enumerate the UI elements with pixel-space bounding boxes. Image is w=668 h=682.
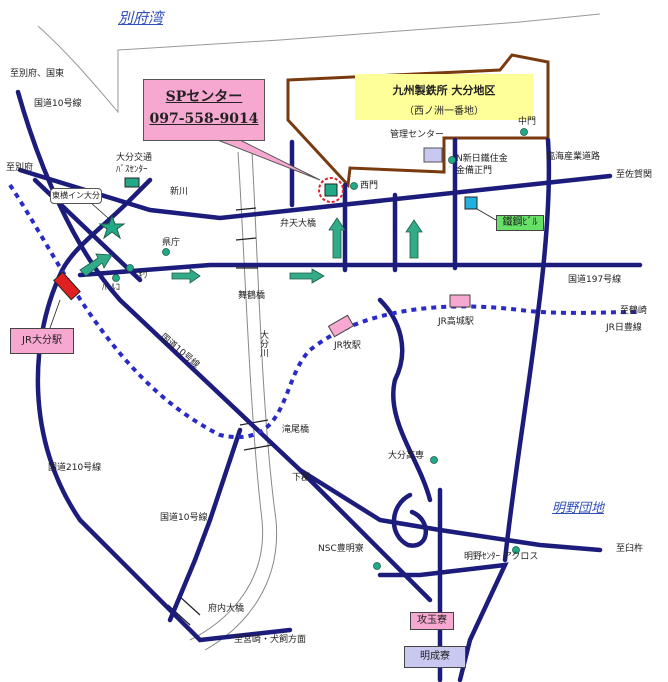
route10-south [167,427,243,623]
sp-center-phone: 097-558-9014 [149,111,259,127]
hotel-star [98,214,126,240]
sp-center-marker [324,183,338,197]
beppu-bay-label: 別府湾 [118,9,164,27]
rinkai-road-label: 臨海産業道路 [546,152,601,162]
coastline [37,13,601,114]
jr-maki-label: JR牧駅 [334,341,361,351]
arrow-d [328,217,346,259]
rinkai-road [502,137,552,563]
kencho-label: 県庁 [162,238,181,248]
roundabout [391,492,429,548]
parco-dot [112,274,120,282]
route-arrows [79,217,423,284]
toyoko-inn-callout: 東横イン大分 [50,188,102,204]
kosen-connector [377,297,433,503]
takio-bashi-label: 滝尾橋 [282,425,310,435]
route197-road [77,262,643,278]
route10-low-label: 国道10号線 [160,513,208,523]
to-beppu-label: 至別府 [6,163,34,173]
steelworks-name: 九州製鉄所 大分地区 [392,84,496,97]
steelworks-boundary [286,53,550,189]
hotel-leader [89,201,109,219]
shinkawa-label: 新川 [170,187,189,197]
steelworks-box: 九州製鉄所 大分地区 （西ノ洲一番地） [355,74,533,120]
route10 [15,89,433,603]
gate-label-2: 金備正門 [456,166,493,176]
jr-takajo-station [449,294,471,308]
across-dot [512,546,520,554]
arrow-a [79,253,113,277]
bus-center-marker [124,177,140,188]
arrow-b [171,268,201,284]
shimogori-label: 下郡 [292,473,311,483]
nishimon-dot [350,182,358,190]
bridge-marks [235,207,258,269]
jr-nippo-line [8,183,641,439]
landmark-dots [112,128,528,570]
akeno-loop [377,562,509,682]
kanri-center-building [423,147,443,163]
to-tsurusaki-label: 至鶴崎 [620,306,648,316]
tekko-building-marker [464,196,478,210]
oita-kotsu-label: 大分交通 [116,153,153,163]
to-saganoseki-label: 至佐賀関 [616,170,653,180]
meisei-ryo-box: 明成寮 [404,646,466,668]
sp-center-name: SPセンター [165,89,243,105]
kogyoku-ryo-box: 攻玉寮 [410,612,454,630]
tekko-leader [476,208,497,221]
steelworks-address: （西ノ洲一番地） [404,106,484,117]
jr-takajo-label: JR高城駅 [438,317,474,327]
gate-label-1: N新日鐵住金 [456,154,508,164]
jr-maki-station [327,314,355,338]
jr-oita-box: JR大分駅 [10,328,74,354]
arrow-c [289,268,325,284]
sp-callout-pointer [214,138,321,181]
kencho-dot [162,248,170,256]
oita-river-bank-west [189,151,264,641]
bentenohashi-label: 弁天大橋 [280,219,317,229]
akeno-danchi-label: 明野団地 [552,501,605,516]
seimon-gate-dot [448,156,456,164]
nakamon-label: 中門 [518,117,537,127]
jr-oita-station [53,271,81,301]
tokiwa-dot [126,264,134,272]
tokiwa-label: ﾄｷﾜ [134,271,148,281]
nsc-ryo-label: NSC豊明寮 [318,544,364,554]
arrow-e [405,219,423,259]
kanri-center-label: 管理センター [390,130,445,140]
jr-oita-leader [49,299,61,329]
funai-ohashi-label: 府内大橋 [208,604,245,614]
tekko-building-box: 鐵鋼ﾋﾞﾙ [496,215,544,231]
kosen-dot [430,456,438,464]
sp-center-ring [318,177,344,203]
bus-center-label: ﾊﾞｽｾﾝﾀｰ [116,165,148,175]
route210-label: 国道210号線 [48,463,102,473]
to-usuki-label: 至臼杵 [616,544,644,554]
oita-river-bank-east [204,151,278,651]
route197-label: 国道197号線 [568,275,622,285]
seimon-label: 西門 [360,181,379,191]
oita-kosen-label: 大分高専 [388,451,425,461]
akeno-across-label: 明野ｾﾝﾀｰ アクロス [464,552,539,562]
bridge-marks-south [167,419,273,626]
route10-top-label: 国道10号線 [34,99,82,109]
to-beppu-kunisaki-label: 至別府、国東 [10,69,65,79]
jr-nippo-label: JR日豊線 [606,323,642,333]
maizuru-bashi-label: 舞鶴橋 [238,291,266,301]
nakamon-dot [520,128,528,136]
to-miyazaki-label: 至宮崎・犬飼方面 [234,635,307,645]
roads [15,89,643,682]
nsc-dot [373,562,381,570]
oita-river-label: 大分川 [258,330,268,357]
sp-center-box: SPセンター 097-558-9014 [143,79,265,141]
parco-label: ﾊﾟﾙｺ [102,283,121,293]
